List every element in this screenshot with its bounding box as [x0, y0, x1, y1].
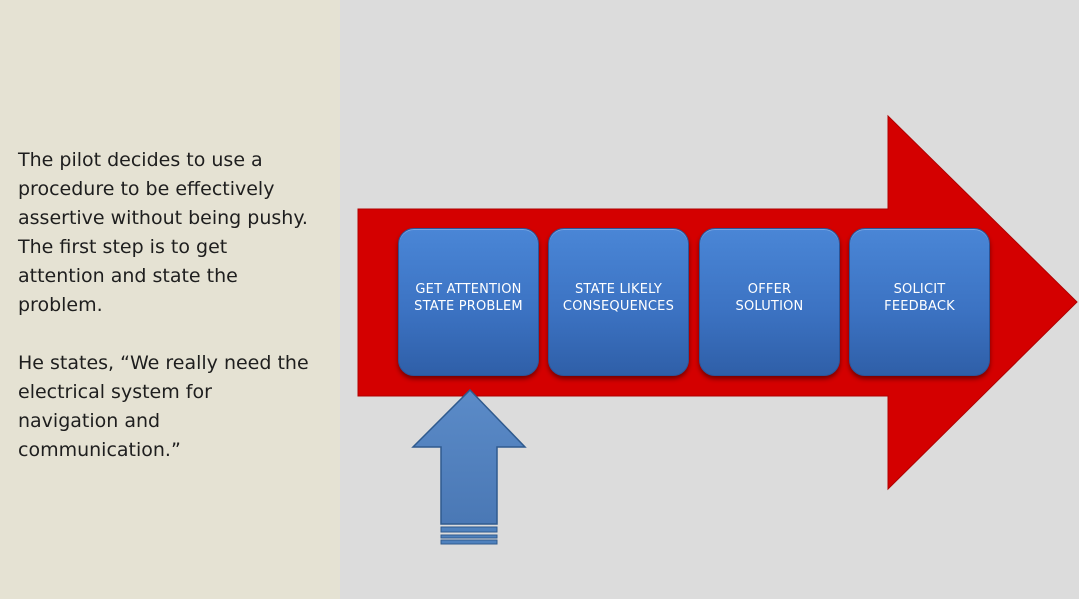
step-label-line: SOLUTION: [735, 299, 804, 314]
diagram-panel: GET ATTENTION STATE PROBLEM STATE LIKELY…: [340, 0, 1079, 599]
step-label: OFFER SOLUTION: [700, 281, 839, 315]
step-box-state-consequences: STATE LIKELY CONSEQUENCES: [548, 228, 689, 376]
step-label: SOLICIT FEEDBACK: [850, 281, 989, 315]
step-box-get-attention: GET ATTENTION STATE PROBLEM: [398, 228, 539, 376]
narration-paragraph-2: He states, “We really need the electrica…: [18, 352, 309, 461]
up-arrow-icon: [411, 388, 527, 525]
step-label-line: SOLICIT: [893, 282, 946, 297]
step-label: GET ATTENTION STATE PROBLEM: [399, 281, 538, 315]
narration-text: The pilot decides to use a procedure to …: [18, 146, 318, 465]
step-label-line: OFFER: [747, 282, 792, 297]
step-box-solicit-feedback: SOLICIT FEEDBACK: [849, 228, 990, 376]
step-box-offer-solution: OFFER SOLUTION: [699, 228, 840, 376]
step-label-line: STATE LIKELY: [574, 282, 663, 297]
narration-paragraph-1: The pilot decides to use a procedure to …: [18, 149, 308, 316]
step-label-line: GET ATTENTION: [415, 282, 522, 297]
step-label-line: STATE PROBLEM: [414, 299, 523, 314]
step-label-line: FEEDBACK: [884, 299, 955, 314]
step-label-line: CONSEQUENCES: [562, 299, 675, 314]
step-label: STATE LIKELY CONSEQUENCES: [549, 281, 688, 315]
narration-panel: The pilot decides to use a procedure to …: [0, 0, 340, 599]
current-step-pointer: [411, 388, 527, 545]
